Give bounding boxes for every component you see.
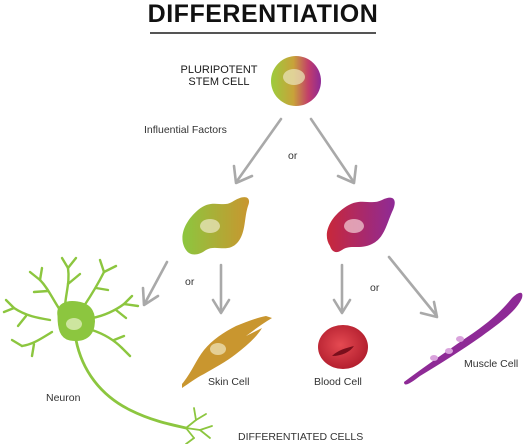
arrow-to-neuron bbox=[141, 260, 169, 307]
blood-cell bbox=[318, 325, 368, 369]
neuron-cell bbox=[2, 256, 213, 444]
progenitor-cell-magenta bbox=[326, 197, 395, 253]
or-label-left: or bbox=[185, 276, 195, 288]
arrow-to-skin-cell bbox=[211, 263, 231, 315]
skin-cell-label: Skin Cell bbox=[208, 376, 250, 388]
stem-cell-label-line2: STEM CELL bbox=[188, 76, 250, 88]
influential-factors-label: Influential Factors bbox=[144, 124, 227, 136]
diagram-title: DIFFERENTIATION bbox=[147, 0, 379, 28]
arrow-to-muscle-cell bbox=[387, 255, 439, 319]
stem-cell-label-line1: PLURIPOTENT bbox=[180, 64, 258, 76]
title-underline bbox=[150, 32, 376, 34]
neuron-label: Neuron bbox=[46, 392, 81, 404]
or-label-right: or bbox=[370, 282, 380, 294]
blood-cell-label: Blood Cell bbox=[314, 376, 362, 388]
arrow-stem-to-green bbox=[232, 117, 283, 185]
skin-cell bbox=[182, 316, 272, 388]
arrow-stem-to-magenta bbox=[309, 117, 358, 185]
stem-cell-label: PLURIPOTENT STEM CELL bbox=[174, 64, 264, 88]
stem-cell bbox=[271, 56, 321, 106]
differentiated-cells-label: DIFFERENTIATED CELLS bbox=[238, 431, 364, 443]
arrow-to-blood-cell bbox=[332, 263, 352, 315]
or-label-top: or bbox=[288, 150, 298, 162]
progenitor-cell-green bbox=[182, 197, 250, 255]
muscle-cell bbox=[404, 292, 523, 385]
muscle-cell-label: Muscle Cell bbox=[464, 358, 519, 370]
